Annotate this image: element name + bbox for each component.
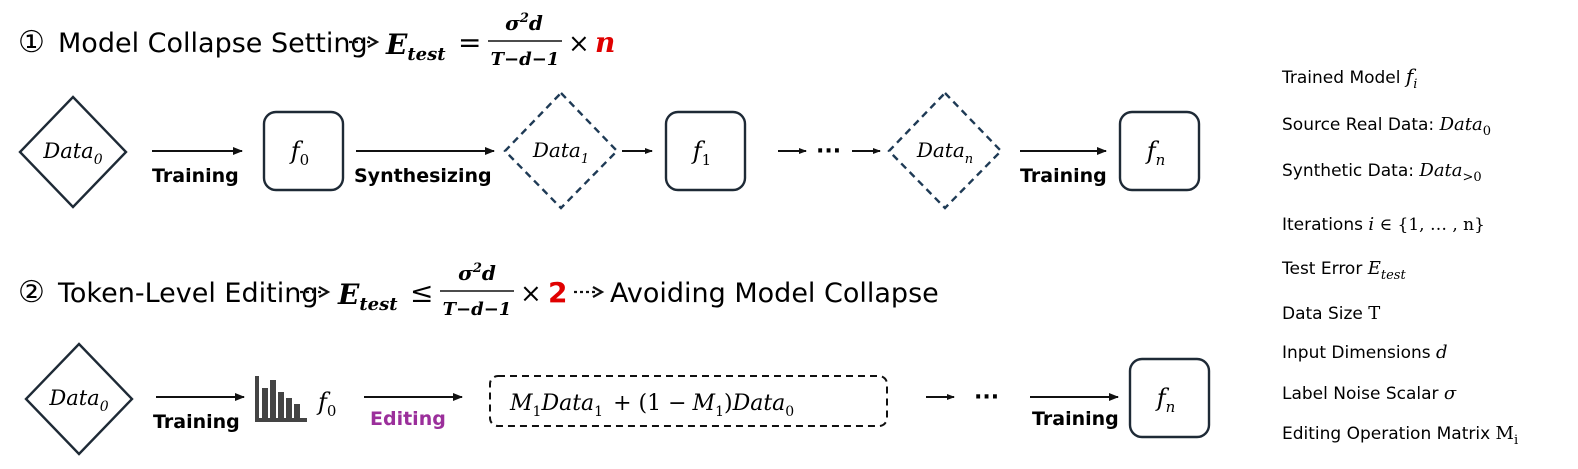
legend: Trained Model fi Source Real Data: Data0… [1281,64,1518,448]
row2-mix-formula: M1Data1+ (1 −M1)Data0 [509,391,794,420]
row1-datan-diamond: Datan [887,91,1003,210]
row1-formula-numerator: σ2d [505,11,543,35]
legend-item-iterations: Iterations i ∈ {1, … , n} [1282,214,1485,235]
row2-data0-label: Data0 [48,386,108,415]
legend-item-label-noise: Label Noise Scalar σ [1282,383,1457,404]
bar-chart-icon [255,376,307,422]
row1-data1-label: Data1 [532,138,589,167]
row2-data0-diamond: Data0 [24,342,134,456]
row1-data1-diamond: Data1 [503,91,619,210]
row1-formula: Etest = σ2d T−d−1 × n [385,11,615,70]
row1-data0-label: Data0 [42,139,102,168]
legend-item-input-dimensions: Input Dimensions d [1282,342,1448,363]
row2-dotted-arrow [300,286,331,298]
row2-formula-relation: ≤ [410,276,433,309]
row1-formula-lhs: Etest [385,28,446,65]
row2-label-editing: Editing [370,408,446,430]
row2-ellipsis: ··· [974,385,999,410]
row2-circled-number: ② [18,275,45,310]
row1-datan-label: Datan [916,138,973,167]
row1-f1-box: f1 [664,110,747,192]
legend-item-synthetic-data: Synthetic Data: Data>0 [1282,160,1482,185]
row2-formula: Etest ≤ σ2d T−d−1 × 2 [337,261,567,320]
row2-formula-denominator: T−d−1 [443,299,512,320]
legend-item-editing-matrix: Editing Operation Matrix Mi [1282,423,1518,448]
row1-label-synthesizing: Synthesizing [354,165,492,187]
row2-header: ② Token-Level Editing Etest ≤ σ2d T−d−1 … [18,261,939,320]
row2-formula-numerator: σ2d [458,261,496,285]
row2-fn-box: fn [1128,357,1211,439]
row1-title: Model Collapse Setting [58,28,368,59]
row1-flow: Data0 Training f0 Synthesizing Data1 f1 … [18,91,1201,210]
row2-formula-lhs: Etest [337,278,398,315]
row2-dotted-arrow-2 [574,286,605,298]
row1-f0-box: f0 [262,110,345,192]
row2-title: Token-Level Editing [57,278,318,309]
legend-item-data-size: Data Size T [1282,303,1380,324]
row1-circled-number: ① [18,25,45,60]
row2-mix-box: M1Data1+ (1 −M1)Data0 [489,375,888,427]
row2-formula-factor: 2 [548,276,567,309]
row1-formula-factor: n [595,26,615,59]
row2-f0-label: f0 [316,388,336,420]
row2-label-training1: Training [153,411,240,433]
legend-item-test-error: Test Error Etest [1281,258,1406,283]
row2-tail-text: Avoiding Model Collapse [610,278,939,309]
row2-label-training2: Training [1032,408,1119,430]
row1-data0-diamond: Data0 [18,95,128,209]
row1-dotted-arrow [349,36,380,48]
row1-formula-denominator: T−d−1 [491,49,560,70]
row1-formula-times: × [568,29,590,59]
legend-item-trained-model: Trained Model fi [1281,64,1417,92]
row1-fn-box: fn [1118,110,1201,192]
row2-formula-times: × [520,279,542,309]
row1-label-training2: Training [1020,165,1107,187]
legend-item-source-real-data: Source Real Data: Data0 [1282,114,1491,139]
row1-ellipsis: ··· [816,139,841,164]
row1-label-training1: Training [152,165,239,187]
row1-formula-relation: = [458,26,481,59]
row1-header: ① Model Collapse Setting Etest = σ2d T−d… [18,11,615,70]
row2-flow: Data0 Training f0 Editing M1Data1+ (1 −M… [24,342,1211,456]
